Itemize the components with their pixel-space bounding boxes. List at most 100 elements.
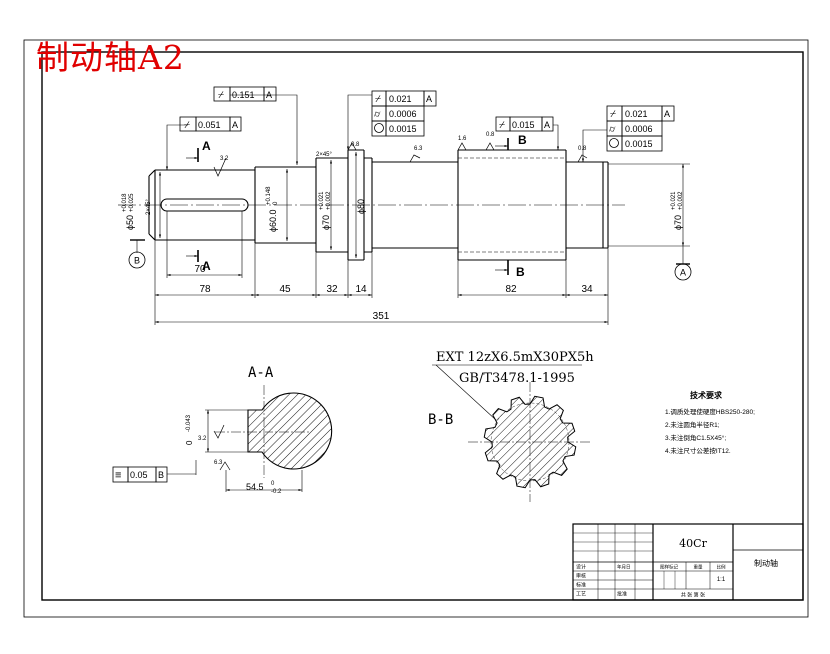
datum-b-label: B [134, 256, 140, 266]
roundness-icon [609, 138, 619, 148]
tb-row-3: 工艺 [576, 592, 586, 598]
fcf-spline: ⌿ 0.015 A [495, 116, 554, 132]
dim-351: 351 [373, 311, 390, 322]
key-width-tol: -0.043 [186, 414, 192, 432]
runout-icon: ⌿ [218, 90, 224, 101]
fcf-top-left-datum: A [266, 90, 272, 100]
section-letter-a-bottom: A [202, 259, 211, 273]
tb-approve: 批准 [617, 591, 627, 598]
tb-footer: 共 张 第 张 [681, 592, 705, 599]
fcf-spline-tol: 0.015 [512, 120, 535, 130]
dim-d50-tol-low: +0.025 [129, 193, 135, 212]
aa-depth-dim: 54.5 [246, 482, 264, 492]
cylindricity-icon: ⌭ [609, 124, 616, 134]
view-aa-title: A-A [248, 365, 274, 381]
spline-standard: GB/T3478.1-1995 [459, 371, 575, 386]
dim-d70b-tol-low: +0.002 [678, 191, 684, 210]
material-label: 40Cr [679, 537, 707, 550]
dim-d80: ϕ80 [356, 199, 366, 214]
section-letter-a-top: A [202, 139, 211, 153]
runout-icon: ⌿ [184, 120, 190, 131]
roughness-r6: 0.8 [578, 146, 587, 152]
fcf-left: ⌿ 0.051 A [179, 116, 242, 132]
tb-date: 年月日 [617, 564, 631, 571]
part-name-label: 制动轴 [754, 558, 778, 568]
roughness-r3: 6.3 [414, 146, 423, 152]
fcf-mid: ⌿ ⌭ 0.021 A 0.0006 0.0015 [371, 90, 437, 137]
dim-d70b-tol-up: +0.021 [671, 191, 677, 210]
section-letter-b-bottom: B [516, 265, 525, 279]
dim-d70a: ϕ70 [321, 215, 331, 230]
cylindricity-icon: ⌭ [374, 109, 381, 119]
roughness-symbols [213, 142, 588, 177]
fcf-aa-datum: B [158, 470, 164, 480]
section-bb [468, 382, 592, 502]
aa-depth-p: 0 [271, 481, 275, 487]
symmetry-icon: ≡ [115, 470, 121, 482]
note-4: 4.未注尺寸公差按IT12. [665, 446, 731, 455]
dim-d70a-tol-up: +0.021 [319, 191, 325, 210]
aa-depth-tol: -0.2 [271, 489, 282, 495]
dim-32: 32 [326, 284, 338, 295]
fcf-right-tol1: 0.021 [625, 109, 648, 119]
fcf-aa-tol: 0.05 [130, 470, 148, 480]
notes-heading: 技术要求 [690, 390, 723, 400]
fcf-mid-datum1: A [426, 94, 432, 104]
fcf-mid-tol3: 0.0015 [389, 124, 417, 134]
dim-14: 14 [355, 284, 367, 295]
chamfer-left-label: 2×45° [146, 198, 152, 215]
datum-b-bubble [128, 251, 146, 269]
runout-icon: ⌿ [499, 120, 505, 131]
dim-78: 78 [199, 284, 211, 295]
roughness-r1: 3.2 [220, 156, 229, 162]
note-2: 2.未注圆角半径R1; [665, 420, 720, 429]
dim-d60: ϕ60.0 [268, 209, 278, 232]
outer-frame [23, 39, 809, 618]
tb-header-1: 重量 [694, 564, 703, 571]
fcf-right-tol3: 0.0015 [625, 139, 653, 149]
runout-icon: ⌿ [610, 109, 616, 120]
roughness-r7: 3.2 [198, 436, 207, 442]
shaft-main-view [118, 149, 625, 261]
section-letter-b-top: B [518, 133, 527, 147]
note-1: 1.调质处理使硬度HBS250-280; [665, 407, 755, 416]
datum-a-bubble [674, 263, 692, 281]
dim-82: 82 [505, 284, 517, 295]
section-aa [195, 385, 333, 492]
spline-spec: EXT 12zX6.5mX30PX5h [436, 350, 594, 365]
dim-d50: ϕ50 [125, 215, 135, 230]
dimension-lines [130, 94, 690, 325]
tb-row-2: 标准 [576, 582, 586, 589]
datum-a-label: A [680, 268, 686, 278]
dim-70: 70 [194, 264, 206, 275]
fcf-top-left-tol: 0.151 [232, 90, 255, 100]
scale-label: 1:1 [717, 577, 726, 583]
fcf-spline-datum: A [544, 120, 550, 130]
fcf-right: ⌿ ⌭ 0.021 A 0.0006 0.0015 [606, 105, 675, 152]
title-block [572, 523, 804, 601]
tb-row-1: 审核 [576, 573, 586, 580]
roughness-r8: 6.3 [214, 460, 223, 466]
fcf-mid-tol2: 0.0006 [389, 109, 417, 119]
dim-d50-tol-up: +0.018 [122, 193, 128, 212]
fcf-right-datum1: A [664, 109, 670, 119]
tb-header-0: 图样标记 [660, 564, 678, 571]
fcf-aa: ≡ 0.05 B [112, 466, 196, 483]
roughness-r5: 0.8 [486, 132, 495, 138]
fcf-left-tol: 0.051 [198, 120, 221, 130]
roughness-r4: 1.6 [458, 136, 467, 142]
dim-d60-tol-up: +0.148 [266, 186, 272, 205]
tb-header-2: 比例 [717, 564, 726, 571]
fcf-right-tol2: 0.0006 [625, 124, 653, 134]
tb-row-0: 设计 [576, 564, 586, 571]
roundness-icon [374, 123, 384, 133]
fcf-left-datum: A [232, 120, 238, 130]
inner-frame [41, 51, 804, 601]
runout-icon: ⌿ [375, 94, 381, 105]
dim-34: 34 [581, 284, 593, 295]
roughness-r2: 0.8 [351, 142, 360, 148]
note-3: 3.未注倒角C1.5X45°; [665, 433, 726, 442]
dim-d70b: ϕ70 [673, 215, 683, 230]
dim-45: 45 [279, 284, 291, 295]
